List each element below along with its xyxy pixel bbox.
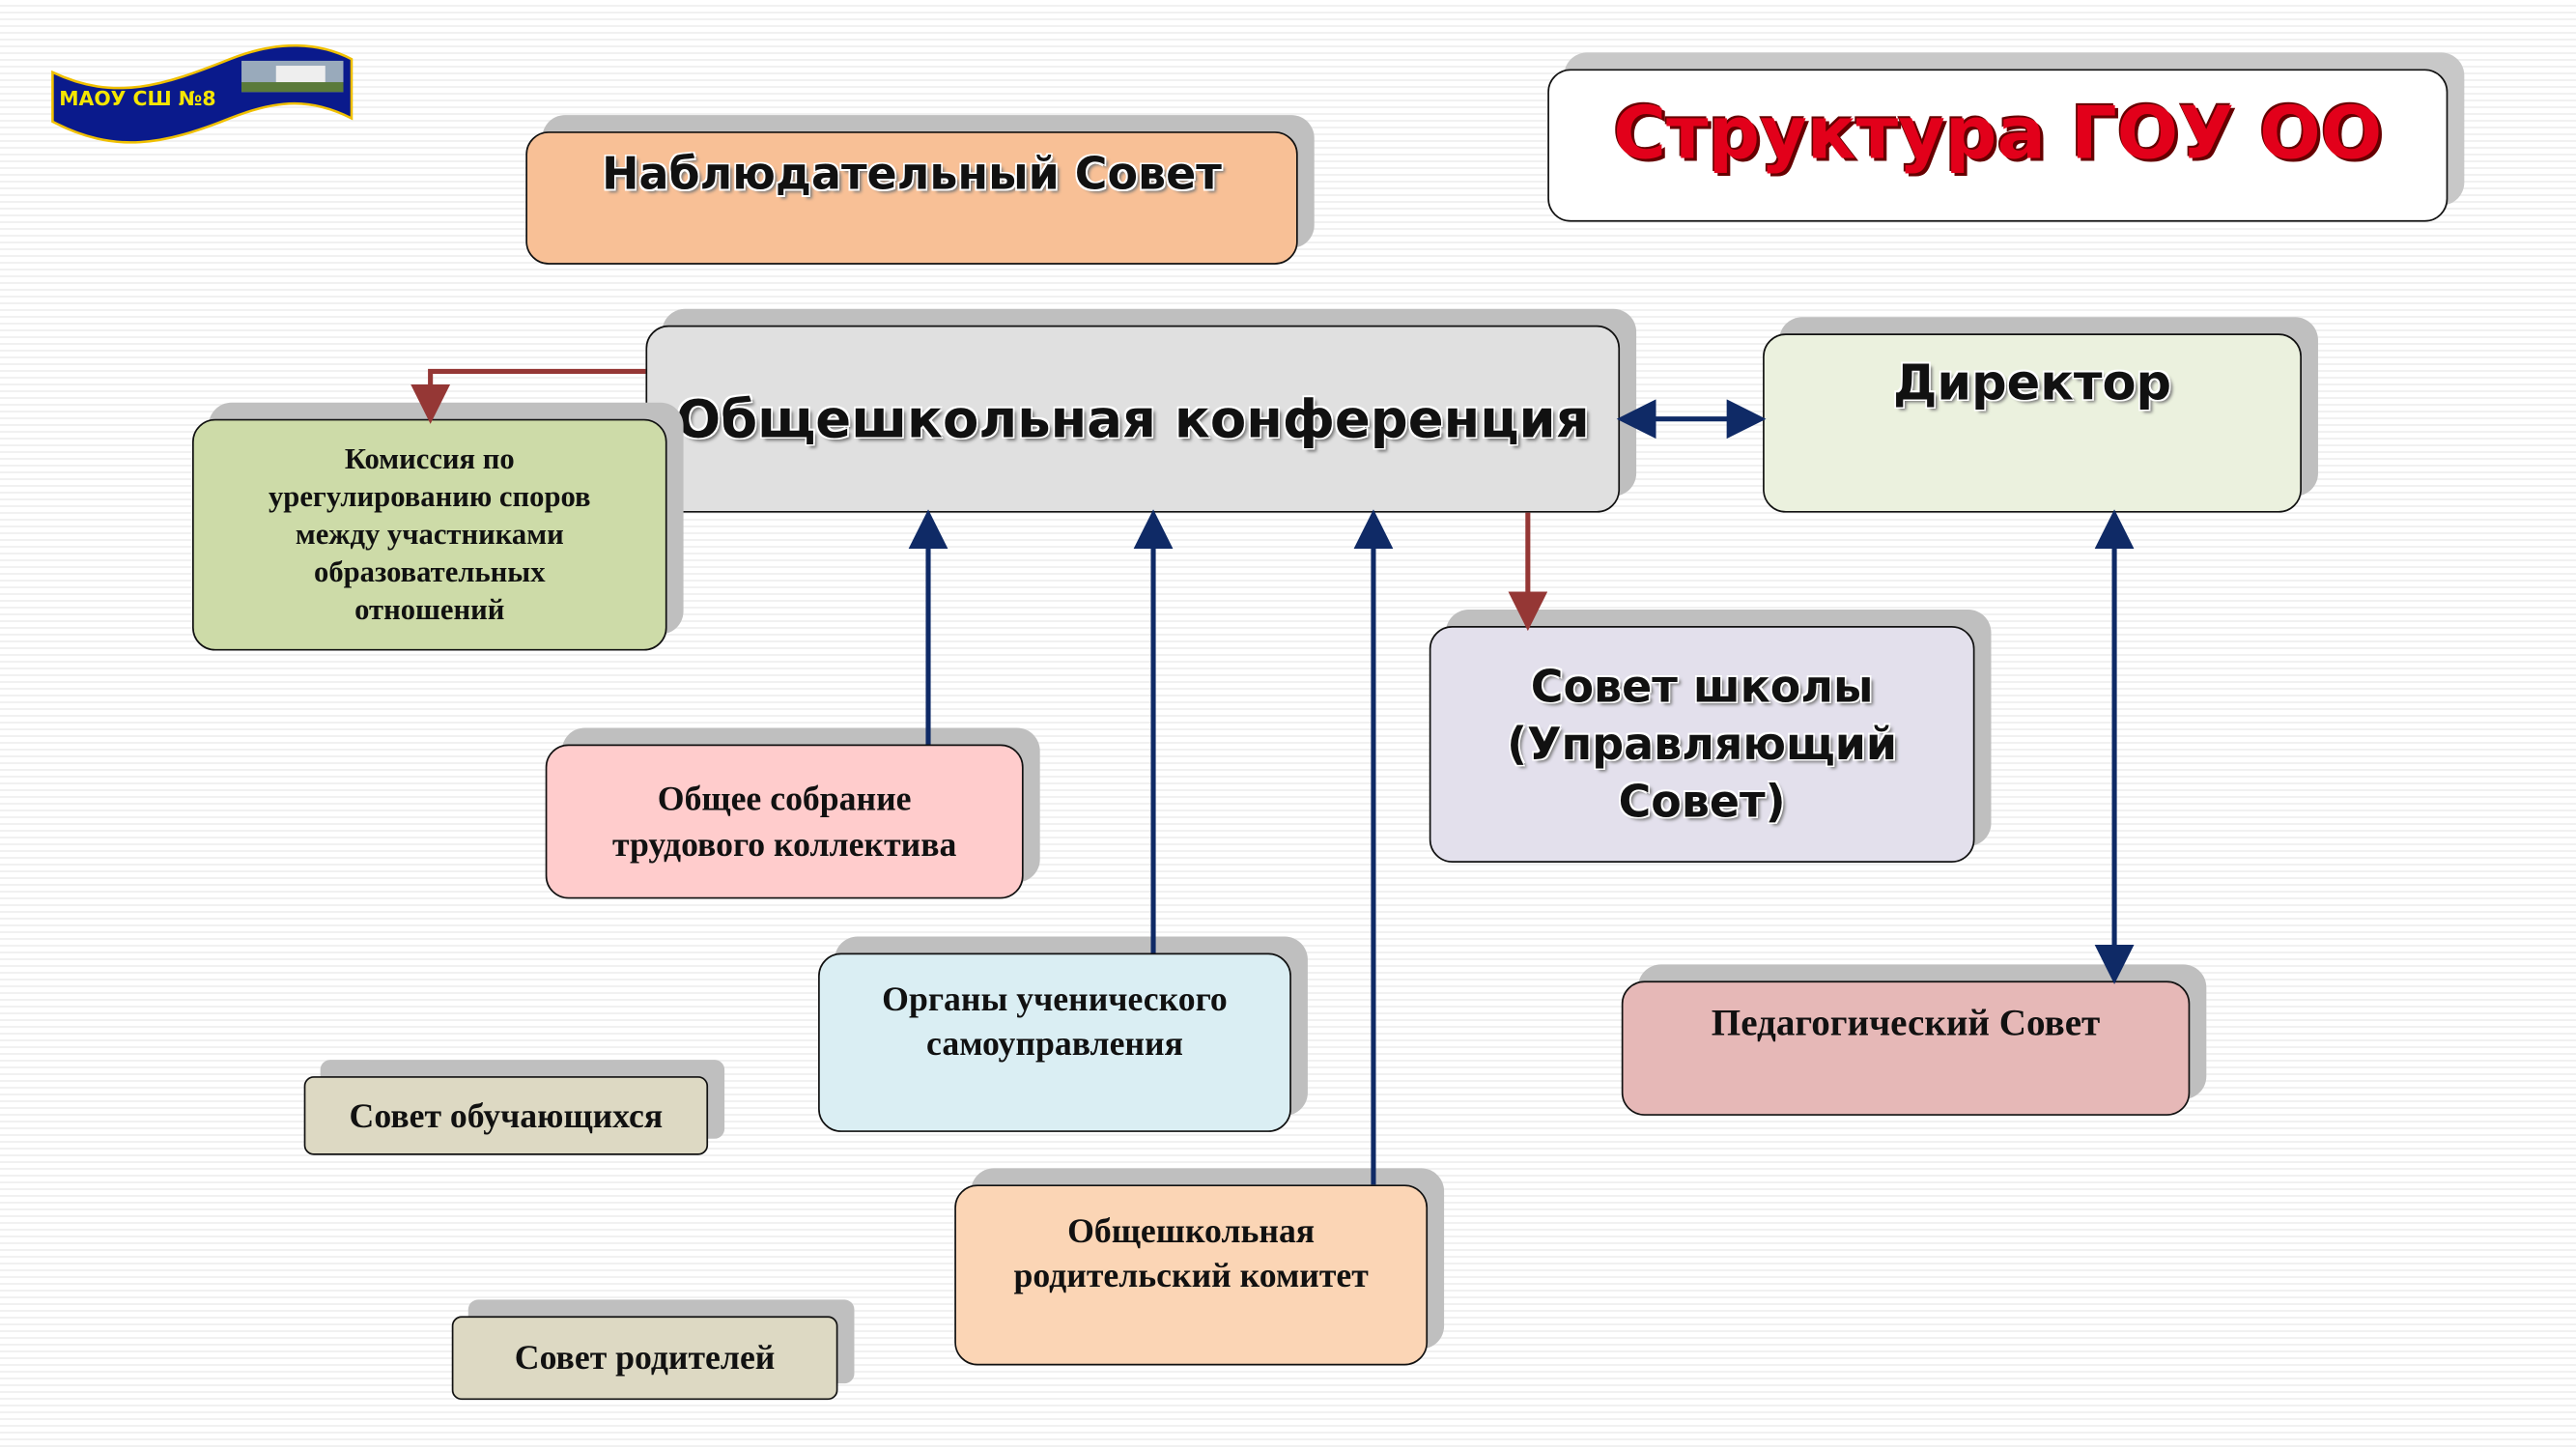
conference-node: Общешкольная конференция xyxy=(645,325,1621,513)
parents-committee-node: Общешкольная родительский комитет xyxy=(954,1184,1429,1366)
supervisory-board-label: Наблюдательный Совет xyxy=(602,149,1222,201)
students-council-node: Совет обучающихся xyxy=(303,1076,709,1155)
students-council-label: Совет обучающихся xyxy=(349,1094,664,1135)
supervisory-board-node: Наблюдательный Совет xyxy=(525,131,1298,265)
title-box: Структура ГОУ ОО xyxy=(1547,69,2449,222)
parents-council-label: Совет родителей xyxy=(514,1337,776,1378)
pedagogical-council-node: Педагогический Совет xyxy=(1621,980,2191,1116)
parents-committee-label: Общешкольная родительский комитет xyxy=(1013,1210,1369,1295)
school-logo-banner: МАОУ СШ №8 xyxy=(51,43,354,144)
school-council-node: Совет школы (Управляющий Совет) xyxy=(1429,626,1975,863)
conference-label: Общешкольная конференция xyxy=(675,387,1590,451)
logo-text: МАОУ СШ №8 xyxy=(59,87,215,110)
staff-meeting-node: Общее собрание трудового коллектива xyxy=(545,744,1024,899)
page-title: Структура ГОУ ОО xyxy=(1613,92,2383,176)
student-government-node: Органы ученического самоуправления xyxy=(818,952,1291,1132)
commission-node: Комиссия по урегулированию споров между … xyxy=(192,418,667,651)
student-government-label: Органы ученического самоуправления xyxy=(882,979,1228,1064)
commission-label: Комиссия по урегулированию споров между … xyxy=(268,441,591,627)
director-label: Директор xyxy=(1892,355,2172,412)
parents-council-node: Совет родителей xyxy=(451,1316,838,1401)
director-node: Директор xyxy=(1763,333,2302,513)
school-council-label: Совет школы (Управляющий Совет) xyxy=(1507,661,1898,828)
pedagogical-council-label: Педагогический Совет xyxy=(1711,1002,2101,1044)
arrow-conference-to-commission xyxy=(410,368,646,424)
staff-meeting-label: Общее собрание трудового коллектива xyxy=(612,779,957,865)
